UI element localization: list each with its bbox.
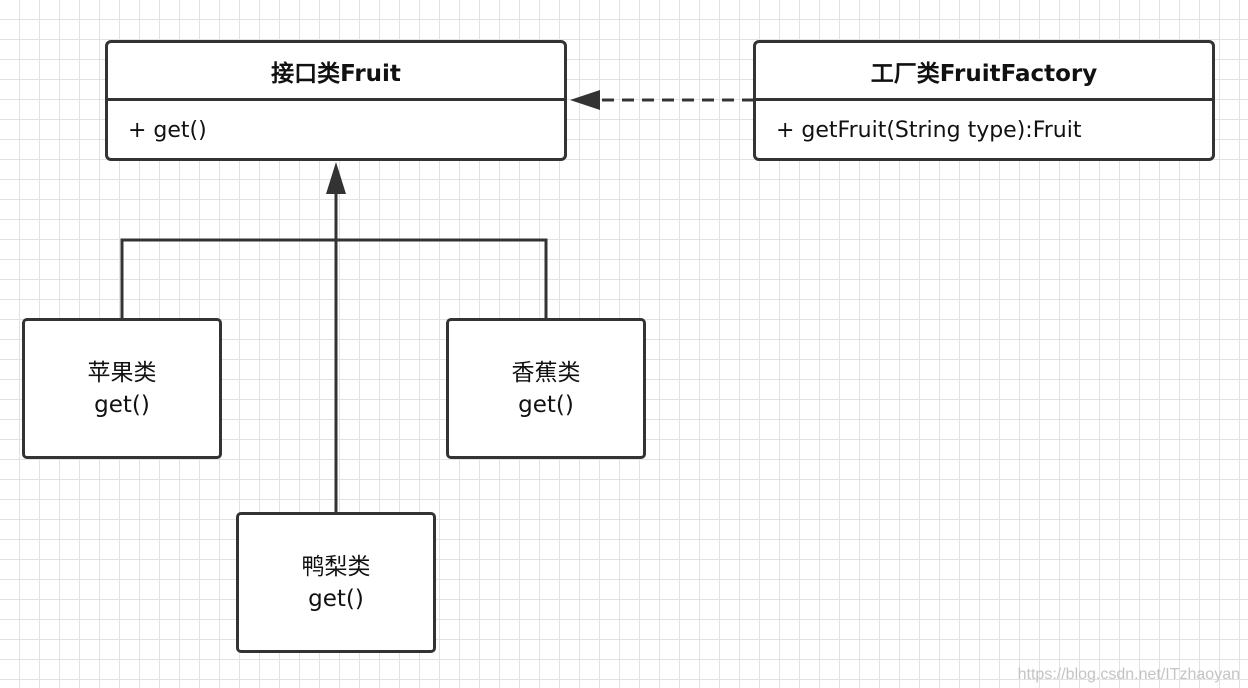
factory-class-fruitfactory[interactable]: 工厂类FruitFactory + getFruit(String type):… [753, 40, 1215, 161]
pear-class-method: get() [308, 585, 364, 612]
realization-arrowhead [326, 162, 346, 194]
banana-class-method: get() [518, 391, 574, 418]
interface-class-member: + get() [128, 118, 207, 143]
banana-class-box[interactable]: 香蕉类 get() [446, 318, 646, 459]
pear-class-name: 鸭梨类 [301, 553, 371, 580]
banana-class-name: 香蕉类 [511, 359, 581, 386]
interface-class-fruit[interactable]: 接口类Fruit + get() [105, 40, 567, 161]
interface-class-title: 接口类Fruit [108, 43, 564, 101]
apple-class-name: 苹果类 [87, 359, 157, 386]
apple-banana-connector [120, 238, 548, 318]
dependency-arrowhead [570, 90, 600, 110]
factory-class-title: 工厂类FruitFactory [756, 43, 1212, 101]
pear-class-box[interactable]: 鸭梨类 get() [236, 512, 436, 653]
watermark-text: https://blog.csdn.net/ITzhaoyan [1017, 666, 1240, 683]
apple-class-method: get() [94, 391, 150, 418]
factory-class-member: + getFruit(String type):Fruit [776, 118, 1082, 143]
apple-class-box[interactable]: 苹果类 get() [22, 318, 222, 459]
